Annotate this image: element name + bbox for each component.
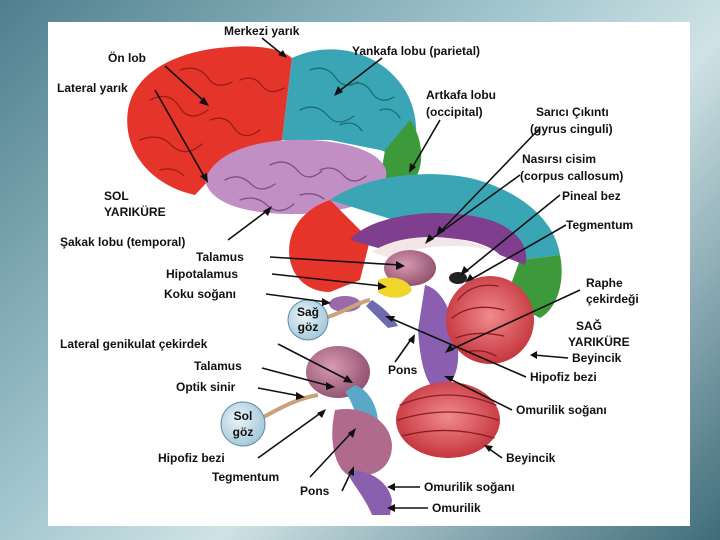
label-nasirsi-1: Nasırsı cisim (522, 152, 596, 166)
label-artkafa-1: Artkafa lobu (426, 88, 496, 102)
cerebellum-medial (446, 276, 534, 364)
left-hemisphere (127, 46, 422, 215)
label-optik: Optik sinir (176, 380, 236, 394)
label-yankafa: Yankafa lobu (parietal) (352, 44, 480, 58)
label-tegmentum-bottom: Tegmentum (212, 470, 279, 484)
label-sag-yarikure-2: YARIKÜRE (568, 334, 630, 349)
label-talamus-top: Talamus (196, 250, 244, 264)
thalamus-medial (384, 250, 436, 286)
optic-nerve (261, 393, 319, 420)
right-eye: Sağ göz (287, 299, 329, 341)
right-eye-label-1: Sağ (297, 305, 319, 319)
pituitary-stalk (366, 300, 398, 328)
label-sakak: Şakak lobu (temporal) (60, 235, 185, 249)
lower-structures (261, 298, 500, 515)
left-eye-label-2: göz (233, 425, 254, 439)
label-omurilik-sogani-top: Omurilik soğanı (516, 403, 607, 417)
label-sarici-1: Sarıcı Çıkıntı (536, 105, 609, 119)
label-pineal: Pineal bez (562, 189, 621, 203)
pineal-gland (449, 272, 467, 284)
label-hipofiz-top: Hipofiz bezi (530, 370, 597, 384)
label-on-lob: Ön lob (108, 50, 146, 65)
label-sarici-2: (gyrus cinguli) (530, 122, 613, 136)
label-merkezi-yarik: Merkezi yarık (224, 24, 300, 38)
label-hipotalamus: Hipotalamus (166, 267, 238, 281)
label-sol-yarikure-2: YARIKÜRE (104, 204, 166, 219)
labels: Merkezi yarık Ön lob Yankafa lobu (parie… (57, 24, 639, 515)
right-eye-label-2: göz (298, 320, 319, 334)
label-lateral-genikulat: Lateral genikulat çekirdek (60, 337, 208, 351)
frontal-lobe (127, 46, 292, 195)
label-nasirsi-2: (corpus callosum) (520, 169, 623, 183)
cingulate-gyrus (350, 212, 527, 265)
label-koku: Koku soğanı (164, 287, 236, 301)
label-omurilik: Omurilik (432, 501, 481, 515)
leader-lines (154, 37, 581, 512)
label-lateral-yarik: Lateral yarık (57, 81, 128, 95)
label-tegmentum-top: Tegmentum (566, 218, 633, 232)
medial-frontal (289, 200, 370, 292)
label-sol-yarikure-1: SOL (104, 189, 129, 203)
label-hipofiz-bottom: Hipofiz bezi (158, 451, 225, 465)
label-pons-bottom: Pons (300, 484, 330, 498)
hypothalamus (378, 277, 412, 298)
left-eye-label-1: Sol (234, 409, 253, 423)
optic-nerve-right (324, 298, 371, 320)
left-eye: Sol göz (220, 401, 266, 447)
label-beyincik-top: Beyincik (572, 351, 622, 365)
label-omurilik-sogani-bottom: Omurilik soğanı (424, 480, 515, 494)
pons-lower (332, 408, 392, 477)
thalamus-lower (306, 346, 370, 398)
medulla-lower (350, 470, 392, 515)
label-talamus-bottom: Talamus (194, 359, 242, 373)
label-raphe-2: çekirdeği (586, 292, 639, 306)
label-raphe-1: Raphe (586, 276, 623, 290)
label-artkafa-2: (occipital) (426, 105, 483, 119)
cerebellum-lower (396, 382, 500, 458)
label-sag-yarikure-1: SAĞ (576, 318, 602, 333)
parietal-lobe (282, 49, 417, 160)
label-beyincik-bottom: Beyincik (506, 451, 556, 465)
label-pons-top: Pons (388, 363, 418, 377)
